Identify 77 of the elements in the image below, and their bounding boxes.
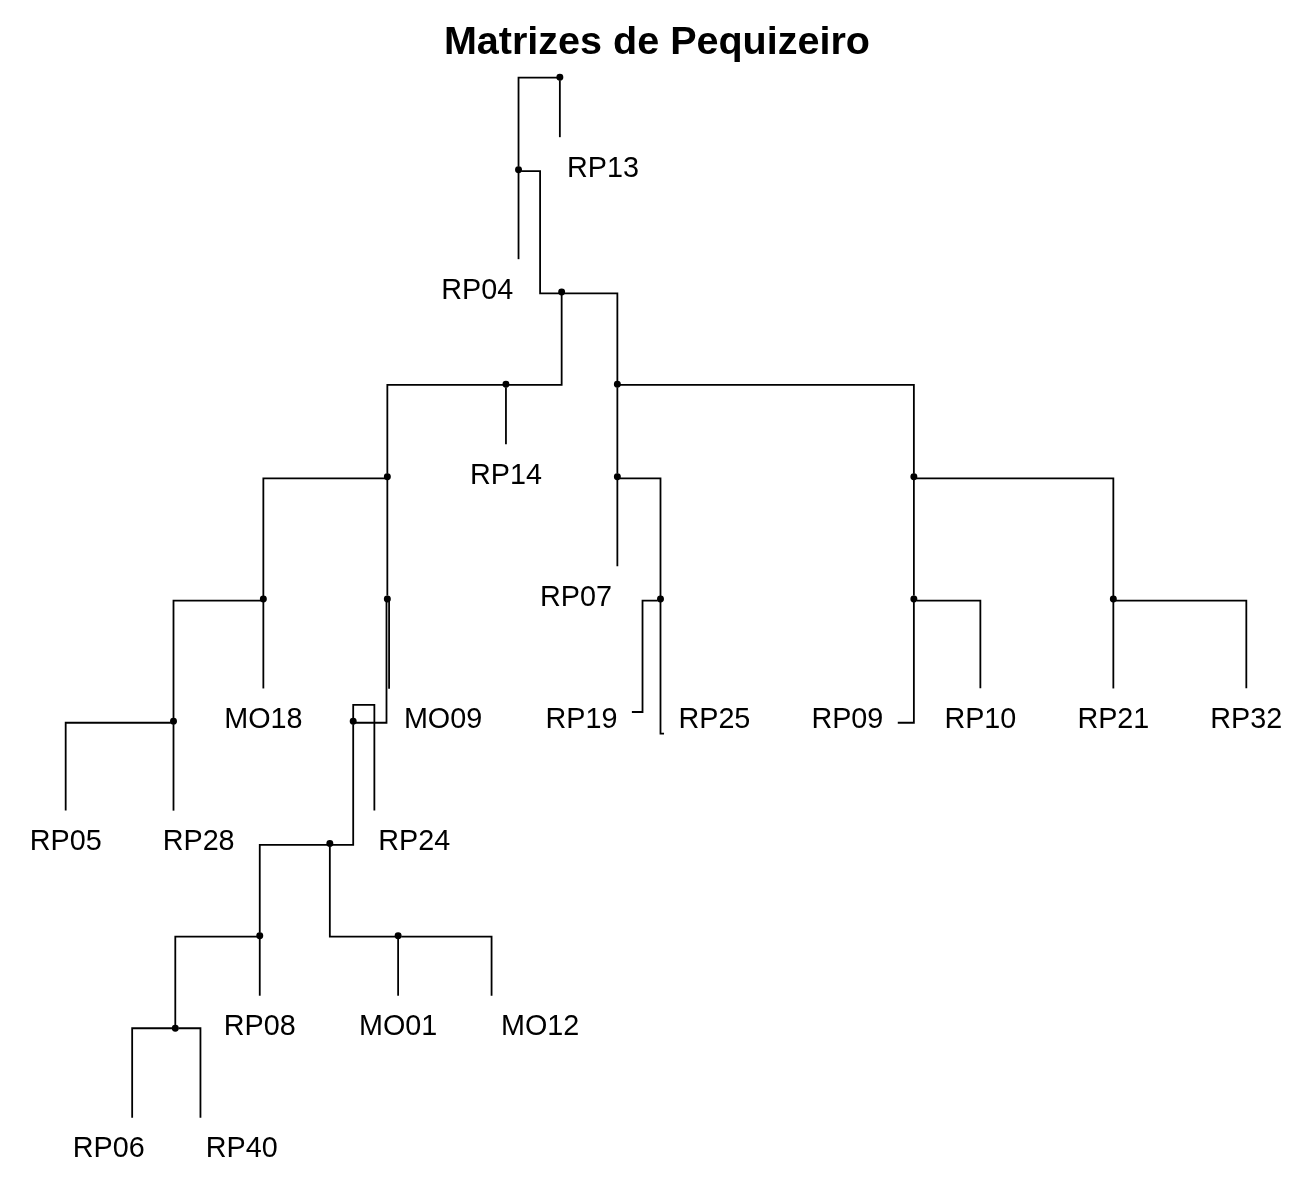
connector: [331, 723, 355, 846]
connector: [400, 935, 493, 997]
connector: [386, 478, 389, 597]
diagram-title: Matrizes de Pequizeiro: [443, 18, 870, 63]
connector: [328, 845, 397, 938]
connector: [517, 171, 520, 261]
node-point: [910, 473, 918, 481]
node-text: RP40: [205, 1131, 278, 1164]
node-point: [558, 288, 566, 296]
node-text: MO01: [358, 1009, 438, 1042]
connector: [172, 599, 262, 720]
connector: [520, 170, 560, 295]
node-point: [349, 717, 357, 725]
connector: [1112, 601, 1115, 690]
node-text: RP04: [441, 272, 514, 305]
node-text: RP10: [944, 702, 1017, 735]
node-text: RP24: [378, 824, 451, 857]
connector: [397, 938, 400, 997]
node-text: RP14: [469, 457, 542, 490]
node-text: MO18: [224, 702, 303, 735]
node-text: RP13: [567, 150, 639, 183]
node-text: RP07: [540, 579, 612, 612]
connector: [517, 76, 559, 168]
node-text: RP21: [1077, 702, 1150, 735]
node-text: MO09: [403, 702, 483, 735]
node-point: [256, 932, 264, 940]
node-text: RP09: [811, 702, 884, 735]
node-text: RP05: [29, 824, 102, 857]
connector: [915, 477, 1115, 597]
connector: [131, 1027, 174, 1119]
node-text: RP08: [223, 1009, 296, 1042]
connector: [616, 386, 619, 475]
node-text: RP19: [545, 702, 618, 735]
node-point: [383, 473, 391, 481]
connector: [64, 721, 172, 812]
node-point: [1109, 595, 1117, 603]
connector: [616, 478, 619, 568]
connector: [258, 844, 329, 934]
connector: [915, 599, 982, 690]
node-point: [613, 380, 621, 388]
node-point: [657, 595, 664, 603]
connector: [505, 386, 507, 446]
connector: [388, 600, 390, 690]
node-point: [515, 166, 522, 174]
connector: [631, 599, 659, 713]
node-text: MO12: [500, 1009, 580, 1042]
node-point: [326, 839, 334, 847]
connector: [563, 292, 619, 383]
connector: [262, 601, 265, 690]
connector: [508, 294, 563, 386]
connector: [354, 600, 388, 724]
connector: [262, 477, 387, 597]
node-text: RP25: [678, 702, 751, 735]
connector: [386, 384, 504, 475]
connector: [258, 938, 261, 997]
connector: [1114, 599, 1248, 690]
node-point: [502, 380, 510, 388]
connector: [619, 384, 915, 475]
connector: [659, 600, 665, 735]
connector: [352, 703, 376, 812]
node-point: [910, 595, 918, 603]
node-point: [556, 73, 564, 81]
connector: [912, 478, 915, 597]
node-text: RP32: [1210, 702, 1283, 735]
node-text: RP06: [72, 1131, 145, 1164]
connector: [174, 935, 258, 1027]
node-point: [613, 473, 621, 481]
node-point: [383, 595, 391, 603]
node-point: [259, 595, 267, 603]
node-point: [394, 932, 402, 940]
node-text: RP28: [162, 824, 235, 857]
connector: [558, 79, 561, 139]
node-point: [171, 1024, 179, 1032]
connector: [177, 1027, 202, 1119]
connector: [618, 477, 662, 597]
connector: [172, 723, 175, 812]
node-point: [170, 717, 177, 725]
